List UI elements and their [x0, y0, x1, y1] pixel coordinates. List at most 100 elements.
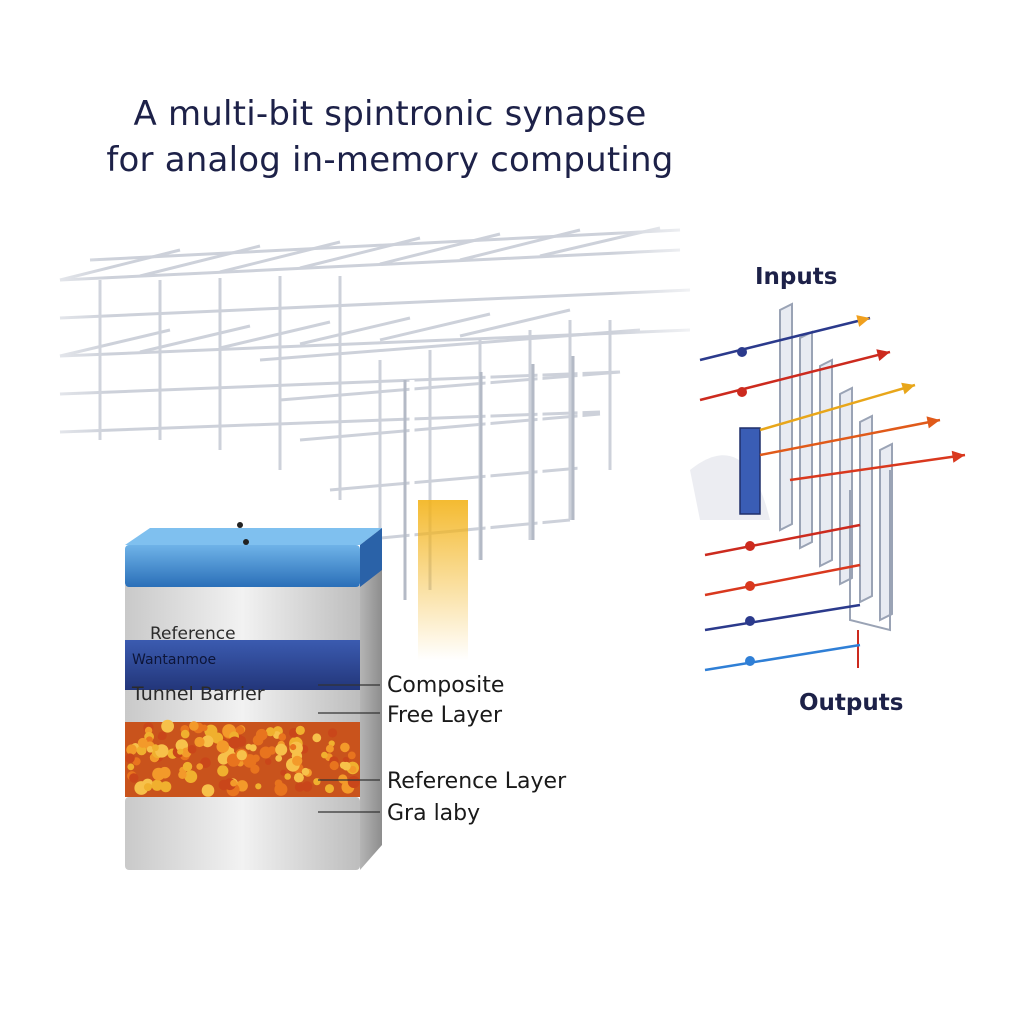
grain-particle [152, 767, 166, 781]
title-line-1: A multi-bit spintronic synapse [133, 94, 647, 134]
crossbar-column [849, 470, 891, 632]
grain-particle [284, 773, 292, 780]
io-crossbar [690, 302, 966, 672]
grain-particle [267, 746, 277, 755]
callout-free-layer: Free Layer [387, 703, 503, 728]
grain-particle [339, 761, 348, 769]
input-arrowhead [926, 416, 940, 429]
output-node [745, 581, 755, 591]
grain-particle [265, 758, 272, 765]
grain-particle [161, 719, 175, 733]
grain-particle [228, 736, 241, 749]
input-line [699, 316, 871, 362]
driver-block [739, 427, 761, 515]
grain-particle [226, 753, 241, 767]
stack-band-text: Wantanmoe [132, 652, 217, 668]
crossbar-column [819, 358, 833, 568]
outputs-label: Outputs [799, 690, 904, 716]
grain-particle [295, 725, 305, 736]
output-node [745, 656, 755, 666]
grain-particle [201, 724, 208, 731]
crossbar-column [859, 414, 873, 604]
input-arrowhead [901, 382, 915, 395]
grain-particle [293, 772, 304, 783]
grain-particle [280, 769, 287, 776]
grain-particle [349, 765, 357, 774]
input-node [737, 347, 747, 357]
granular-texture [125, 719, 360, 797]
grain-particle [301, 767, 310, 776]
grain-particle [151, 779, 163, 791]
callout-reference-layer: Reference Layer [387, 769, 567, 794]
grain-particle [125, 753, 135, 763]
grain-particle [274, 782, 288, 796]
grain-particle [245, 743, 252, 750]
grain-particle [340, 742, 350, 753]
grain-particle [178, 770, 187, 779]
input-line [789, 453, 966, 482]
grain-particle [152, 744, 159, 752]
current-glow [418, 500, 468, 660]
grain-particle [275, 755, 283, 762]
grain-particle [347, 751, 356, 760]
output-line [704, 643, 861, 672]
stack-tunnel-barrier-text: Tunnel Barrier [132, 683, 265, 705]
grain-particle [187, 745, 197, 754]
grain-particle [196, 763, 203, 770]
grain-particle [252, 734, 264, 746]
input-arrowhead [951, 450, 965, 463]
grain-particle [134, 781, 149, 795]
grain-particle [137, 737, 148, 748]
grain-particle [177, 748, 184, 755]
grain-particle [158, 731, 167, 740]
grain-particle [301, 781, 313, 792]
output-line [704, 603, 861, 632]
callout-granular-layer: Gra laby [387, 801, 481, 826]
output-node [745, 616, 755, 626]
grain-particle [265, 727, 275, 737]
output-line [704, 523, 861, 557]
grain-particle [160, 781, 172, 793]
grain-particle [325, 784, 334, 794]
title-line-2: for analog in-memory computing [106, 140, 674, 180]
grain-particle [182, 761, 193, 772]
grain-particle [342, 756, 349, 764]
grain-particle [136, 745, 147, 756]
grain-particle [217, 765, 229, 777]
grain-particle [129, 773, 139, 783]
grain-particle [127, 763, 135, 771]
grain-particle [217, 753, 230, 765]
grain-particle [201, 735, 214, 748]
grain-particle [216, 740, 230, 753]
callout-composite: Composite [387, 673, 505, 698]
grain-particle [236, 750, 247, 761]
crossbar-column [799, 330, 813, 550]
mtj-stack [125, 522, 382, 870]
input-line [759, 383, 916, 432]
grain-particle [290, 744, 297, 751]
grain-particle [338, 774, 348, 784]
grain-particle [292, 755, 303, 766]
grain-particle [275, 743, 288, 756]
grain-particle [325, 744, 334, 753]
grain-particle [180, 729, 190, 739]
input-arrowhead [876, 349, 890, 361]
grain-particle [126, 744, 137, 755]
grain-particle [218, 779, 230, 791]
reference-layer-slab [125, 585, 360, 640]
grain-particle [327, 728, 338, 738]
grain-particle [347, 776, 360, 788]
grain-particle [312, 733, 322, 743]
output-node [745, 541, 755, 551]
grain-particle [184, 770, 198, 783]
callout-leaders [318, 684, 380, 813]
grain-particle [143, 783, 152, 792]
grain-particle [313, 778, 321, 786]
grain-particle [189, 721, 199, 731]
grain-particle [294, 782, 305, 792]
top-cap [125, 545, 360, 587]
grain-particle [200, 757, 211, 768]
input-line [759, 418, 941, 457]
